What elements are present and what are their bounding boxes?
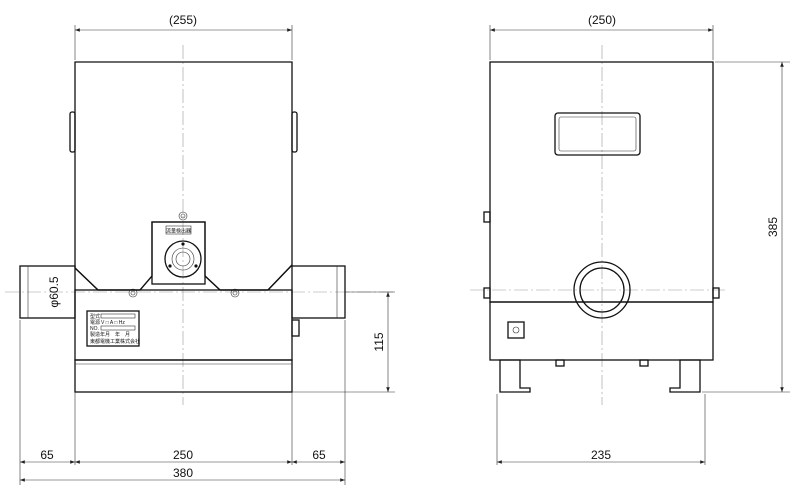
svg-text:電源: 電源 [90,319,100,326]
connector-icon [164,240,202,278]
display-window [554,112,641,156]
side-lower-body [489,301,714,361]
nameplate: 型式 電源 V □ A □ Hz NO. 製造年月 年 月 東都電機工業株式会社 [86,310,140,347]
svg-text:V □ A □ Hz: V □ A □ Hz [101,320,125,326]
dim-height-total: 385 [766,217,780,237]
svg-text:製造年月 年 月: 製造年月 年 月 [90,331,130,338]
side-cover [489,61,714,303]
svg-text:型式: 型式 [90,313,100,320]
side-view: (250) 385 235 [470,13,790,465]
connector-label: 流量検出器 [166,228,191,235]
dim-height-lower: 115 [372,332,386,351]
dim-front-width: (255) [169,13,197,27]
pipe-left [19,265,76,319]
dim-pipe-left: 65 [40,448,54,462]
dim-base-width: 235 [591,448,611,462]
dim-total-width: 380 [173,466,193,480]
nut-icon [128,211,240,298]
upper-cover [74,61,293,291]
dim-body-width: 250 [173,448,193,462]
dim-side-width: (250) [588,13,616,27]
connector-box [151,221,206,285]
base [74,359,293,393]
dim-pipe-right: 65 [312,448,326,462]
front-view: 流量検出器 型式 電源 V □ A □ Hz NO. [5,13,395,485]
dim-pipe-diameter: φ60.5 [47,276,61,307]
svg-text:東都電機工業株式会社: 東都電機工業株式会社 [90,338,140,345]
svg-text:NO.: NO. [90,326,99,332]
feet [499,359,701,393]
switch-box [507,321,525,339]
pipe-section [573,261,631,319]
